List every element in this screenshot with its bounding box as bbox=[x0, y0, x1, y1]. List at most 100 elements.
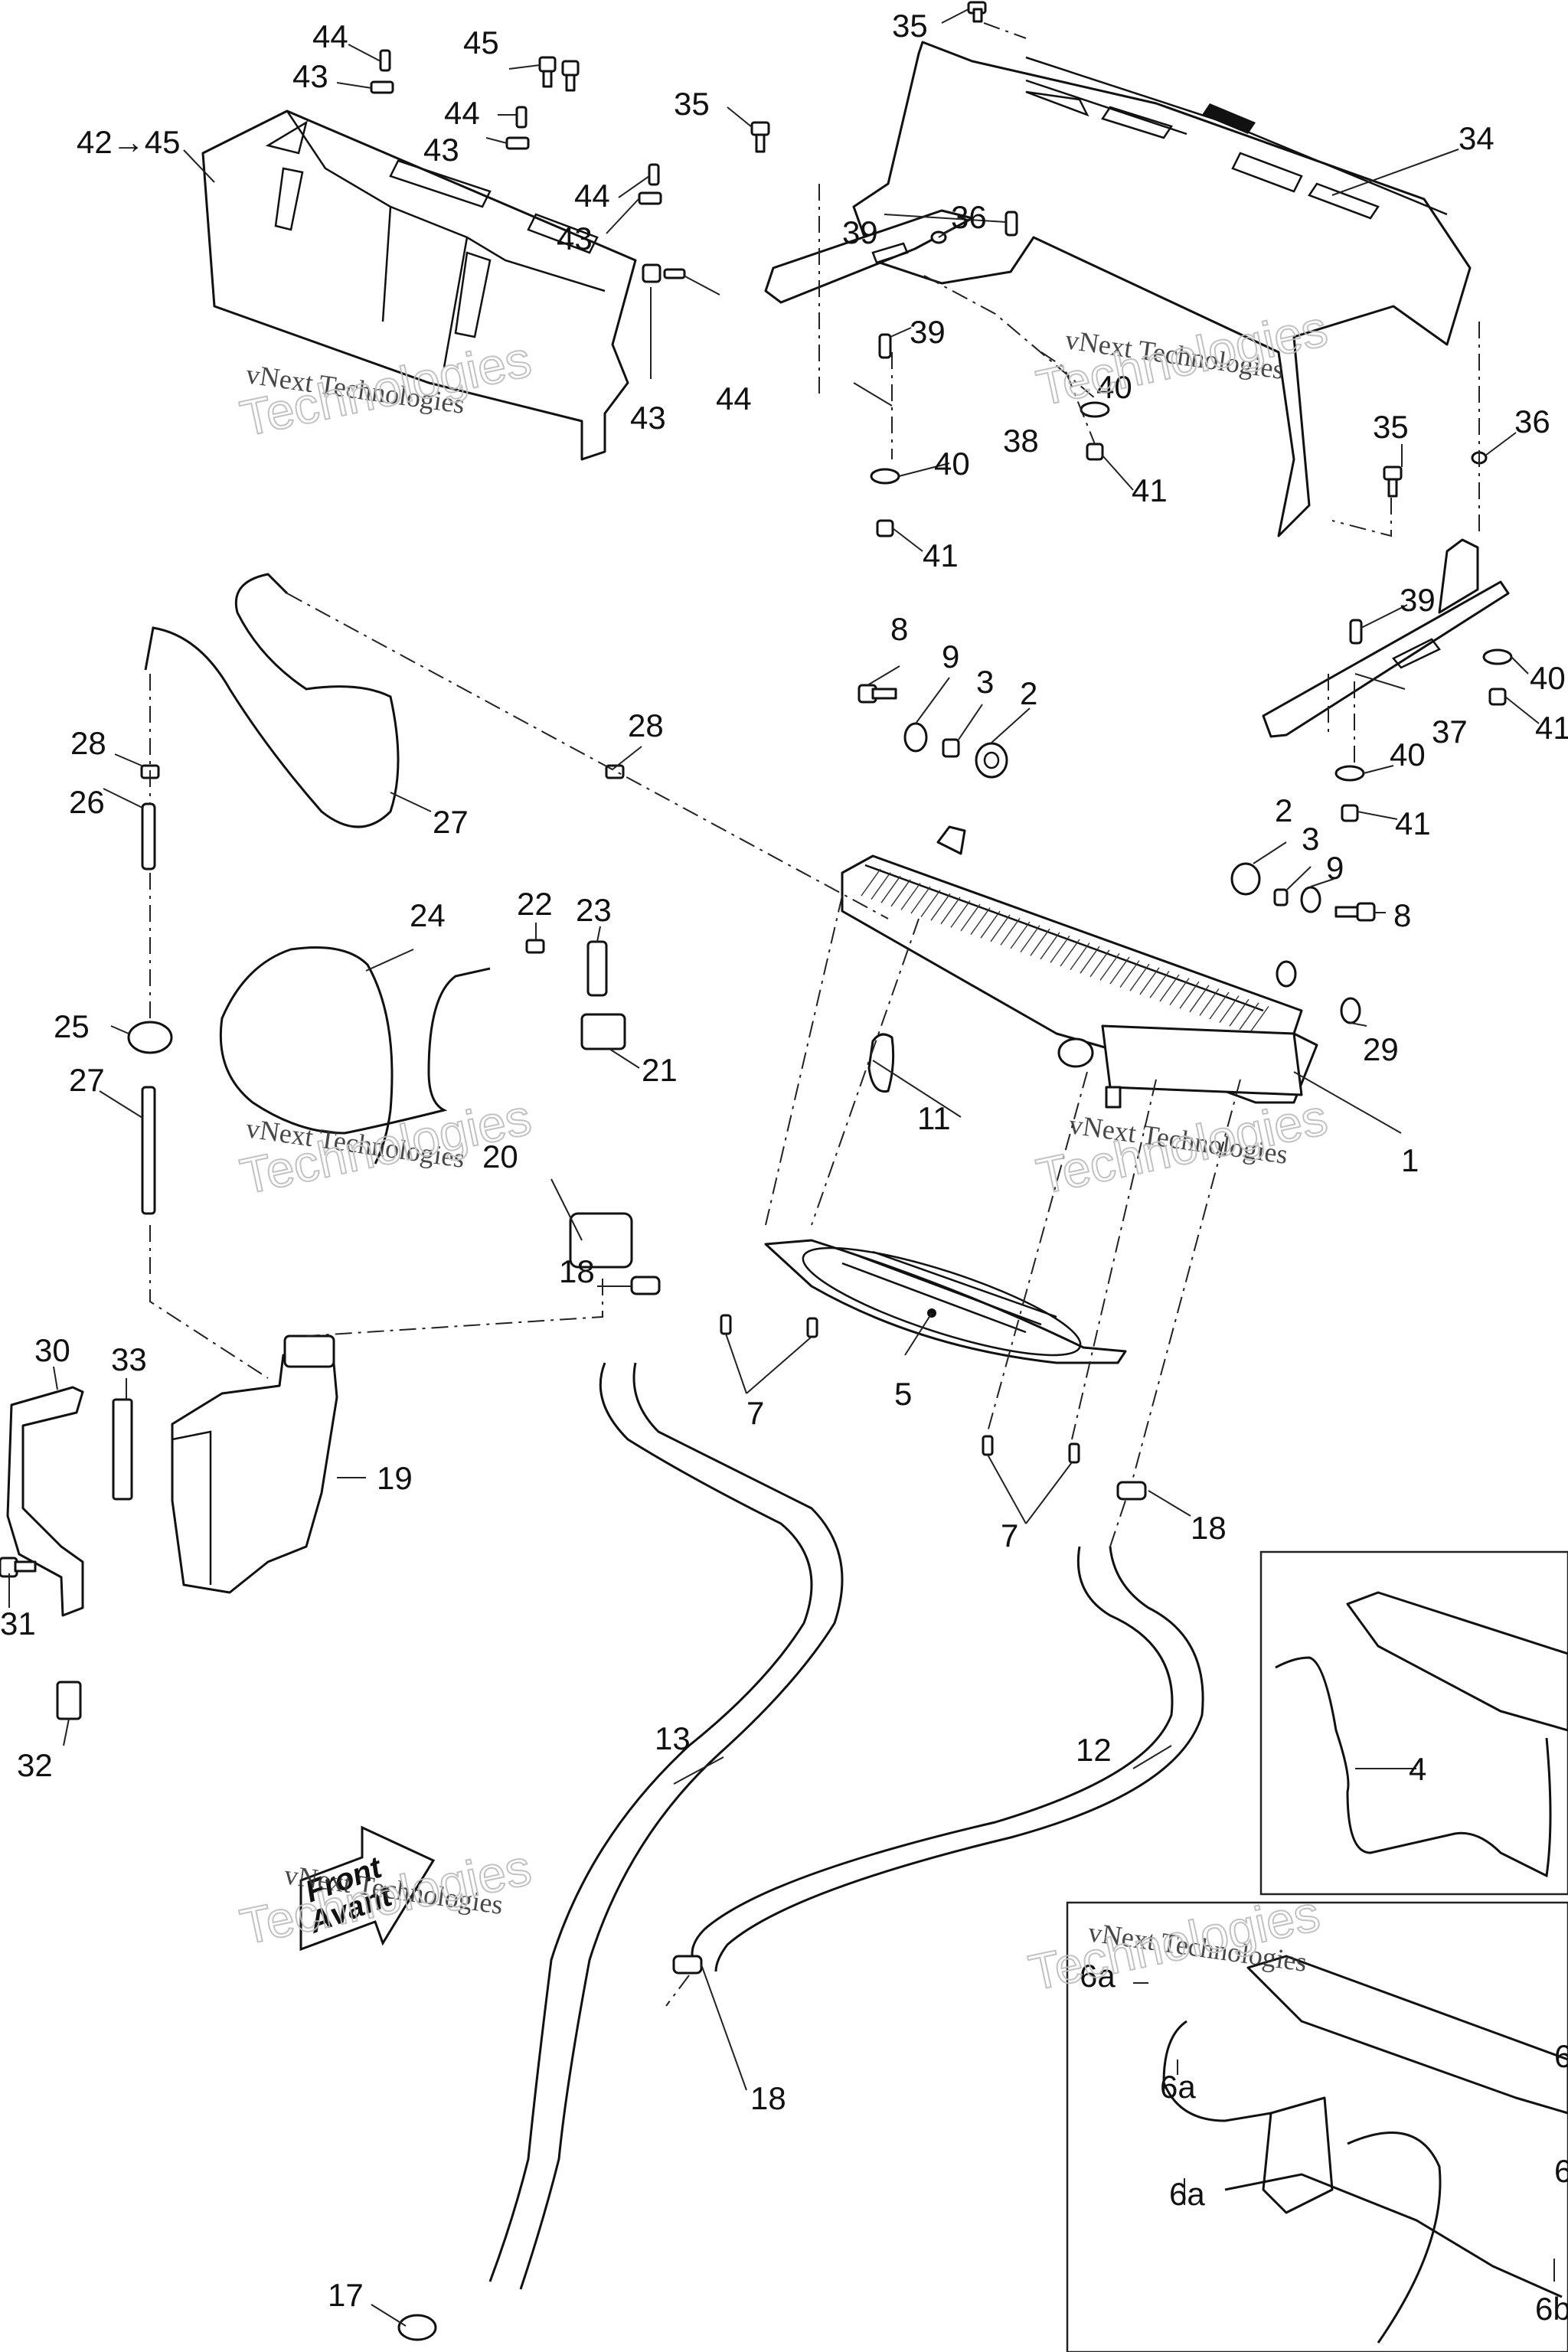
bolt-35-c[interactable] bbox=[1383, 466, 1403, 498]
callout-41[interactable]: 41 bbox=[923, 537, 959, 573]
push-rivet-44-a[interactable] bbox=[379, 49, 391, 72]
callout-40[interactable]: 40 bbox=[1530, 660, 1566, 696]
callout-6b[interactable]: 6b bbox=[1535, 2291, 1568, 2327]
callout-20[interactable]: 20 bbox=[482, 1138, 518, 1174]
callout-42-45[interactable]: 42→45 bbox=[77, 124, 180, 160]
callout-43[interactable]: 43 bbox=[557, 220, 593, 256]
callout-39[interactable]: 39 bbox=[1400, 582, 1436, 618]
screw-39-b[interactable] bbox=[878, 333, 892, 359]
speed-nut-43-d[interactable] bbox=[642, 263, 662, 283]
callout-21[interactable]: 21 bbox=[642, 1052, 678, 1088]
callout-40[interactable]: 40 bbox=[934, 446, 970, 482]
callout-39[interactable]: 39 bbox=[910, 314, 946, 350]
bolt-35-a[interactable] bbox=[967, 1, 987, 23]
grommet-2-a[interactable] bbox=[975, 742, 1008, 779]
callout-44[interactable]: 44 bbox=[312, 18, 348, 54]
callout-27[interactable]: 27 bbox=[433, 804, 469, 840]
clip-nut-32[interactable] bbox=[56, 1681, 82, 1720]
reservoir-bracket-30[interactable] bbox=[6, 1386, 84, 1617]
callout-8[interactable]: 8 bbox=[1393, 897, 1411, 933]
screw-7-a[interactable] bbox=[720, 1314, 732, 1335]
callout-39[interactable]: 39 bbox=[842, 214, 878, 250]
callout-6a[interactable]: 6a bbox=[1160, 2069, 1196, 2105]
callout-38[interactable]: 38 bbox=[1003, 423, 1039, 459]
callout-3[interactable]: 3 bbox=[1302, 821, 1319, 857]
callout-11[interactable]: 11 bbox=[917, 1100, 951, 1136]
callout-1[interactable]: 1 bbox=[1401, 1142, 1419, 1178]
callout-44[interactable]: 44 bbox=[574, 178, 610, 214]
callout-31[interactable]: 31 bbox=[0, 1606, 36, 1642]
callout-19[interactable]: 19 bbox=[377, 1460, 413, 1496]
radiator-support[interactable] bbox=[852, 41, 1472, 537]
callout-6[interactable]: 6 bbox=[1554, 2038, 1568, 2074]
callout-17[interactable]: 17 bbox=[328, 2277, 364, 2313]
callout-43[interactable]: 43 bbox=[292, 58, 328, 94]
callout-35[interactable]: 35 bbox=[892, 8, 928, 44]
callout-34[interactable]: 34 bbox=[1459, 120, 1494, 156]
hose-clamp-18-b[interactable] bbox=[1116, 1481, 1147, 1501]
callout-8[interactable]: 8 bbox=[890, 611, 908, 647]
callout-40[interactable]: 40 bbox=[1390, 737, 1426, 773]
callout-12[interactable]: 12 bbox=[1076, 1732, 1112, 1768]
outlet-hose-12[interactable] bbox=[691, 1546, 1204, 1972]
callout-28[interactable]: 28 bbox=[70, 725, 106, 761]
overflow-hose-24[interactable] bbox=[219, 946, 491, 1165]
callout-43[interactable]: 43 bbox=[423, 132, 459, 168]
callout-22[interactable]: 22 bbox=[517, 886, 553, 922]
callout-7[interactable]: 7 bbox=[1001, 1517, 1018, 1553]
elbow-fitting-23[interactable] bbox=[586, 940, 608, 997]
callout-13[interactable]: 13 bbox=[655, 1720, 691, 1756]
callout-35[interactable]: 35 bbox=[674, 86, 710, 122]
callout-44[interactable]: 44 bbox=[444, 95, 480, 131]
clamp-22[interactable] bbox=[525, 939, 545, 954]
callout-41[interactable]: 41 bbox=[1132, 472, 1168, 508]
callout-43[interactable]: 43 bbox=[630, 400, 666, 436]
screw-31[interactable] bbox=[0, 1557, 37, 1578]
lock-nut-41-c[interactable] bbox=[1488, 688, 1507, 706]
callout-9[interactable]: 9 bbox=[1326, 850, 1344, 886]
washer-40-b[interactable] bbox=[870, 468, 900, 485]
callout-36[interactable]: 36 bbox=[1514, 403, 1550, 439]
check-valve-26[interactable] bbox=[141, 802, 156, 871]
hose-clamp-18-a[interactable] bbox=[630, 1276, 661, 1295]
coolant-reservoir[interactable] bbox=[171, 1334, 338, 1594]
callout-25[interactable]: 25 bbox=[54, 1008, 90, 1044]
vent-hose-27-top[interactable] bbox=[144, 573, 400, 828]
callout-2[interactable]: 2 bbox=[1275, 792, 1292, 828]
pad-33[interactable] bbox=[112, 1398, 133, 1501]
support-bracket-37[interactable] bbox=[1262, 538, 1510, 738]
callout-30[interactable]: 30 bbox=[34, 1332, 70, 1368]
washer-9-a[interactable] bbox=[903, 722, 928, 753]
screw-39-a[interactable] bbox=[1004, 211, 1018, 237]
callout-41[interactable]: 41 bbox=[1395, 805, 1431, 841]
radiator[interactable] bbox=[841, 825, 1318, 1109]
callout-44[interactable]: 44 bbox=[716, 381, 752, 416]
bolt-8-a[interactable] bbox=[858, 684, 897, 704]
radiator-cap[interactable] bbox=[867, 1033, 895, 1093]
hose-clamp-18-c[interactable] bbox=[672, 1955, 703, 1975]
callout-3[interactable]: 3 bbox=[976, 664, 994, 700]
speed-nut-43-a[interactable] bbox=[370, 80, 394, 94]
fan-assembly[interactable] bbox=[764, 1227, 1127, 1376]
inlet-hose-13[interactable] bbox=[488, 1362, 844, 2290]
callout-36[interactable]: 36 bbox=[951, 199, 987, 235]
bolt-35-b[interactable] bbox=[750, 121, 770, 153]
callout-32[interactable]: 32 bbox=[17, 1747, 53, 1783]
spacer-3-b[interactable] bbox=[1273, 888, 1289, 906]
grommet-25[interactable] bbox=[127, 1021, 173, 1054]
callout-6a[interactable]: 6a bbox=[1080, 1958, 1116, 1994]
callout-7[interactable]: 7 bbox=[746, 1395, 764, 1431]
vent-hose-27-lower[interactable] bbox=[141, 1086, 156, 1215]
screw-7-b[interactable] bbox=[806, 1317, 818, 1338]
callout-27[interactable]: 27 bbox=[69, 1062, 105, 1098]
washer-40-c[interactable] bbox=[1482, 648, 1513, 665]
push-rivet-44-b[interactable] bbox=[515, 106, 528, 129]
support-bracket-38[interactable] bbox=[764, 209, 974, 304]
clamp-17[interactable] bbox=[397, 2314, 437, 2341]
callout-4[interactable]: 4 bbox=[1409, 1751, 1426, 1787]
callout-5[interactable]: 5 bbox=[894, 1376, 912, 1412]
washer-29-a[interactable] bbox=[1276, 960, 1297, 988]
bolt-45-a[interactable] bbox=[538, 56, 557, 88]
callout-6[interactable]: 6 bbox=[1554, 2153, 1568, 2189]
bolt-8-b[interactable] bbox=[1334, 902, 1376, 922]
